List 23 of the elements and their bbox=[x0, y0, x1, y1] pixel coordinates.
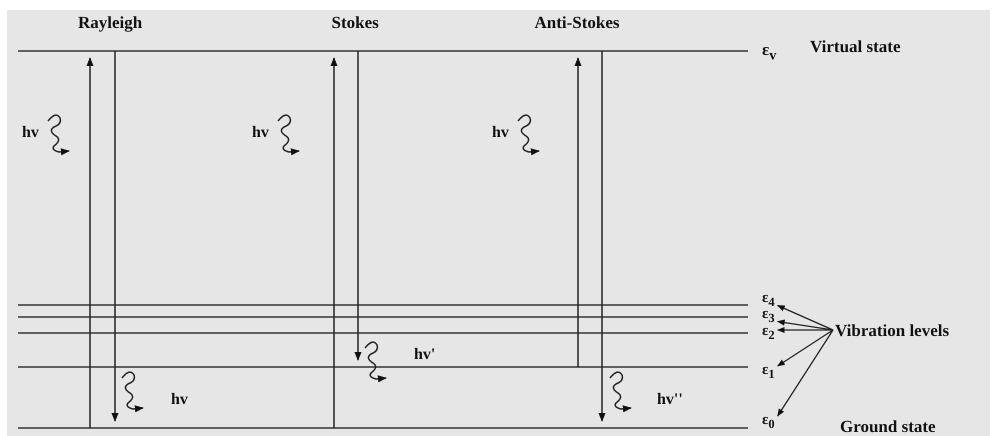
photon-energy-label: hv bbox=[171, 392, 188, 408]
photon-energy-label: hv bbox=[22, 125, 39, 141]
photon-energy-label: hv bbox=[492, 125, 509, 141]
leader-arrow bbox=[776, 304, 834, 331]
state-label: Ground state bbox=[840, 418, 936, 434]
photon-energy-label: hv' bbox=[414, 347, 436, 363]
level-label: ε$_{4}$ bbox=[762, 291, 775, 308]
leader-arrow bbox=[776, 326, 833, 334]
state-label: Virtual state bbox=[810, 38, 900, 54]
column-heading: Rayleigh bbox=[78, 14, 142, 30]
level-label: ε$_{0}$ bbox=[762, 413, 775, 430]
level-label: ε$_{v}$ bbox=[762, 41, 776, 63]
leader-arrow bbox=[777, 330, 834, 417]
level-label: ε$_{3}$ bbox=[762, 307, 775, 324]
group-label: Vibration levels bbox=[835, 322, 950, 338]
photon-energy-label: hv'' bbox=[657, 392, 683, 408]
column-heading: Stokes bbox=[332, 14, 379, 30]
column-heading: Anti-Stokes bbox=[534, 14, 620, 30]
leader-arrow bbox=[776, 319, 834, 331]
leader-arrow bbox=[777, 329, 834, 367]
photon-energy-label: hv bbox=[252, 125, 269, 141]
level-label: ε$_{1}$ bbox=[762, 363, 775, 380]
level-label: ε$_{2}$ bbox=[762, 324, 775, 342]
